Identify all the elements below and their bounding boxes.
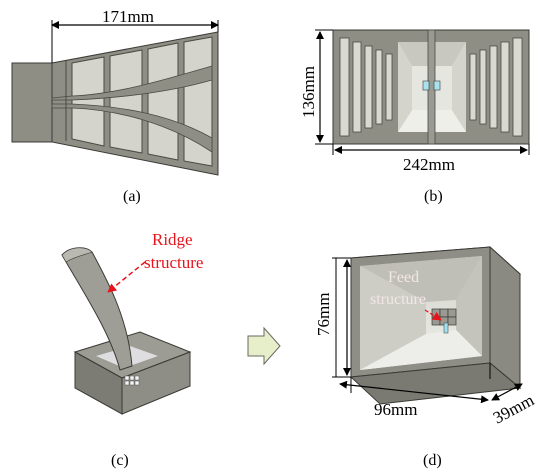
- feed-probe: [422, 80, 430, 91]
- dimension-label-96mm: 96mm: [374, 400, 417, 419]
- dimension-line-96mm: [339, 380, 489, 404]
- caption-a: (a): [123, 188, 141, 205]
- ridge-base-right: [121, 351, 191, 415]
- ridge-annotation-line2: structure: [144, 253, 203, 272]
- feed-waveguide: [11, 62, 53, 143]
- right-arrow-icon: [247, 326, 281, 366]
- ridge-profile: [51, 65, 213, 101]
- ridge-profile-lower: [51, 103, 213, 153]
- panel-c-ridge-structure: Ridge structure (c): [61, 230, 203, 469]
- caption-b: (b): [424, 188, 443, 205]
- panel-b-horn-front-view: 136mm 242mm (b): [299, 29, 530, 205]
- right-slot-windows: [469, 37, 523, 137]
- left-slot-windows: [339, 37, 393, 137]
- feed-annotation-line1: Feed: [388, 269, 419, 286]
- feed-annotation-line2: structure: [370, 291, 426, 308]
- feed-annotation-arrow: [424, 309, 442, 321]
- ridge-annotation-arrow: [107, 261, 146, 293]
- caption-c: (c): [111, 452, 129, 469]
- panel-d-feed-box: Feed structure 76mm 96mm 39mm (d): [314, 245, 537, 469]
- dimension-label-171mm: 171mm: [102, 7, 154, 26]
- panel-a-horn-side-view: 171mm (a): [11, 7, 219, 205]
- dimension-label-136mm: 136mm: [299, 66, 318, 118]
- ridge-feed-pins: [124, 375, 140, 386]
- dimension-label-76mm: 76mm: [314, 293, 333, 336]
- caption-d: (d): [423, 452, 442, 469]
- dimension-line-39mm: [491, 383, 523, 401]
- dimension-label-242mm: 242mm: [403, 155, 455, 174]
- ridge-annotation-line1: Ridge: [152, 230, 193, 249]
- dimension-label-39mm: 39mm: [490, 390, 537, 427]
